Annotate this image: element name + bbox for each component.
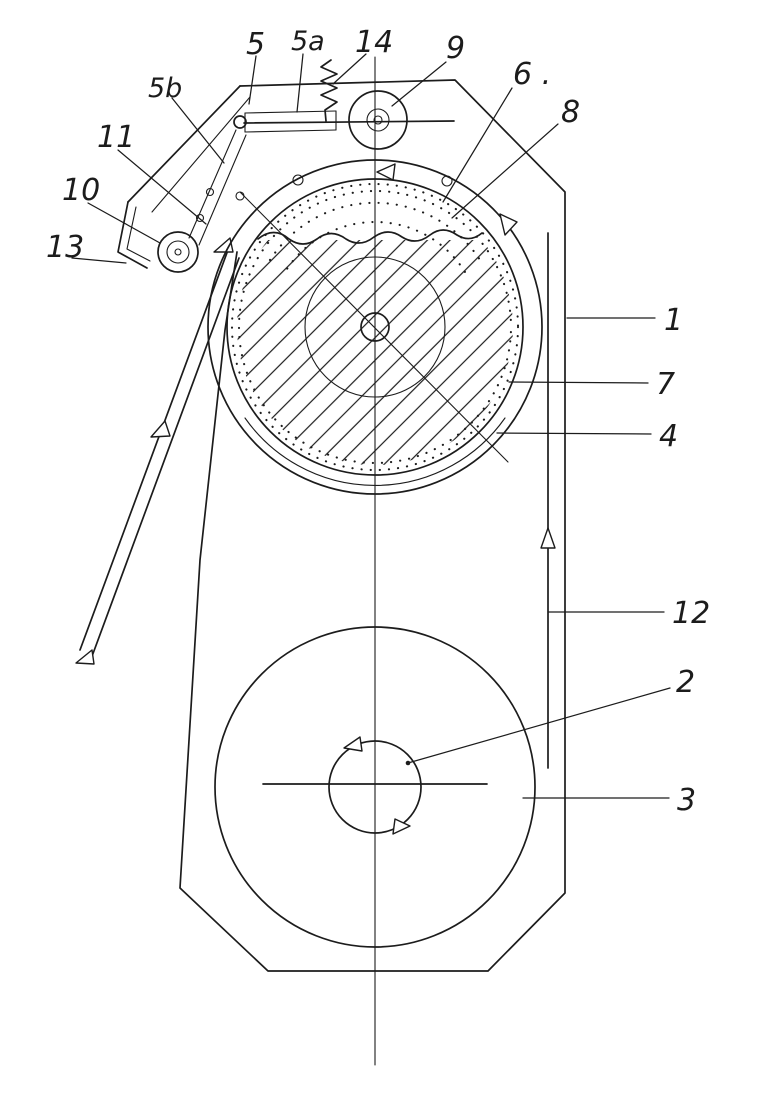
leader-10	[87, 202, 161, 244]
lower-drum-hub-circle	[328, 740, 422, 834]
stipple-ring-outer	[230, 182, 520, 472]
arrow-chute-end-icon	[75, 649, 95, 665]
belt-11-line-b	[198, 134, 247, 246]
arrow-chute-mid-icon	[150, 420, 171, 438]
hood-inner-edge	[151, 96, 251, 213]
upper-drum-inner-ring	[226, 178, 524, 476]
pulley-10-axle	[174, 248, 182, 256]
label-2: 2	[676, 665, 695, 700]
label-9: 9	[446, 31, 465, 66]
leader-5	[248, 55, 257, 105]
leader-9	[391, 61, 447, 107]
right-belt-run	[540, 232, 556, 769]
machine-frame	[117, 79, 566, 972]
label-4: 4	[659, 419, 678, 454]
arrow-drum-top-icon	[376, 163, 396, 181]
top-roller-far-left	[235, 191, 245, 201]
stipple-ring-inner	[237, 189, 513, 465]
arrow-rotation-top-icon	[343, 736, 363, 752]
pulley-10-outer	[157, 231, 199, 273]
leader-5a	[296, 53, 304, 113]
arm-bottom-line	[244, 129, 337, 133]
arrow-rotation-bottom-icon	[392, 818, 411, 835]
hatched-material-area	[237, 240, 513, 466]
reference-numerals: 5 5a 14 9 6 . 8 5b 11 10 13 1 7 4 12 2 3	[46, 25, 710, 818]
arm-pivot-circle	[233, 115, 247, 129]
label-12: 12	[672, 596, 710, 631]
label-11: 11	[97, 120, 135, 155]
drum-shell-arc	[244, 417, 506, 486]
pulley-9-inner	[366, 108, 390, 132]
left-belt-run	[157, 129, 247, 273]
label-5b: 5b	[148, 73, 182, 104]
leader-2	[407, 687, 671, 764]
hood-edge	[127, 85, 241, 203]
bracket-13	[117, 201, 148, 269]
label-5a: 5a	[291, 26, 325, 57]
label-8: 8	[561, 95, 580, 130]
label-10: 10	[62, 173, 100, 208]
top-roller-right	[441, 175, 453, 187]
pulley-10-inner	[166, 240, 190, 264]
leader-8	[451, 123, 559, 219]
leader-6	[442, 87, 513, 203]
drum-axle-circle	[360, 312, 390, 342]
lower-drum	[214, 626, 536, 948]
belt-roller-a	[205, 187, 215, 197]
label-13: 13	[46, 230, 84, 265]
drum-hub-circle	[304, 256, 446, 398]
lower-drum-outer-circle	[214, 626, 536, 948]
label-3: 3	[677, 783, 696, 818]
leader-4	[496, 432, 652, 435]
pulley-9-axle	[373, 115, 383, 125]
arrow-drum-right-icon	[499, 213, 518, 236]
leader-5b	[171, 97, 225, 164]
top-tensioner-assembly	[233, 59, 455, 150]
label-6: 6 .	[513, 57, 551, 92]
upper-drum-outer-circle	[207, 159, 543, 495]
chute-line-a	[79, 249, 229, 651]
label-14: 14	[355, 25, 393, 60]
top-roller-left	[292, 174, 304, 186]
label-1: 1	[664, 303, 683, 338]
frame-outline	[179, 79, 566, 972]
leader-lines	[71, 53, 671, 799]
discharge-chute	[75, 237, 240, 665]
upper-drum	[207, 159, 543, 495]
leader-14	[332, 53, 367, 85]
spring-icon	[320, 59, 338, 122]
bracket-13-inner	[126, 206, 151, 262]
material-surface-wavy-line	[257, 229, 483, 245]
belt-roller-b	[195, 213, 205, 223]
chute-line-b	[90, 257, 240, 660]
leader-13	[71, 257, 127, 264]
pulley-9-outer	[348, 90, 408, 150]
arrow-belt-up-icon	[540, 527, 556, 549]
leader-11	[117, 149, 207, 225]
label-7: 7	[656, 367, 675, 402]
leader-7	[508, 381, 649, 384]
belt-11-line-a	[188, 129, 237, 239]
arm-top-line	[244, 110, 337, 114]
leader-2-end-dot	[405, 760, 411, 766]
label-5: 5	[246, 27, 265, 62]
